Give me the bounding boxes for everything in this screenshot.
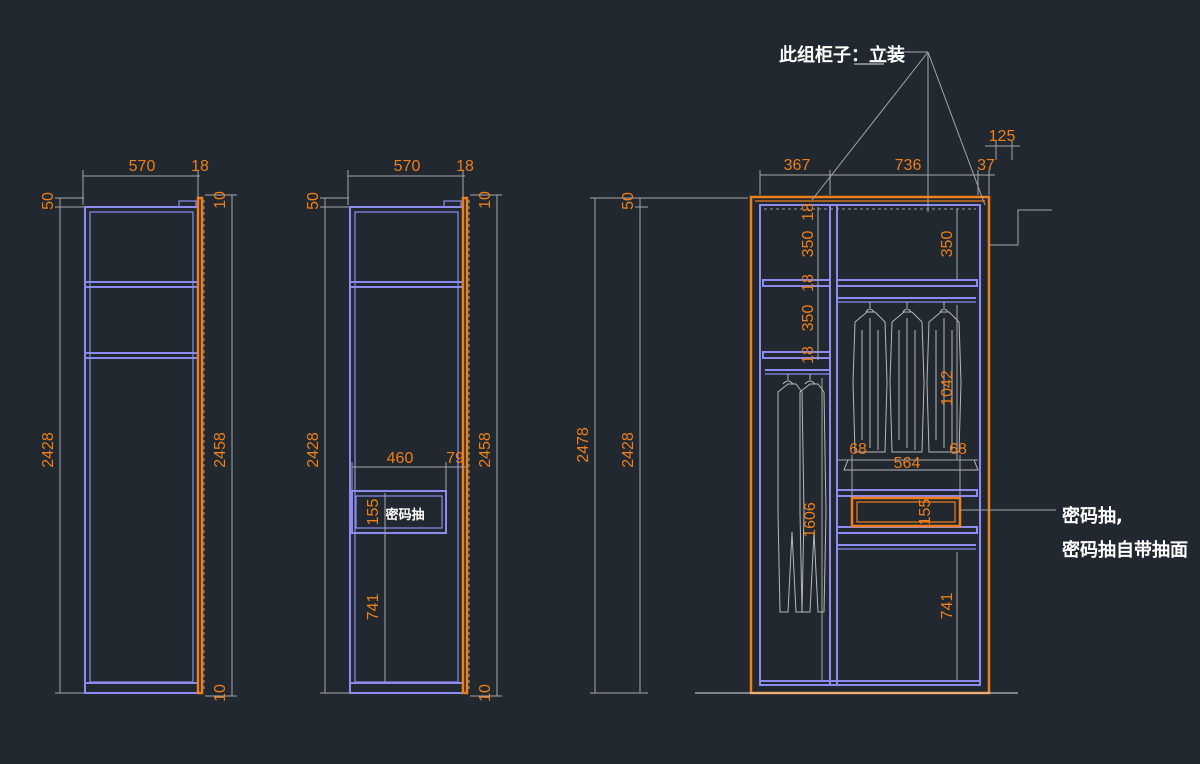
cabinet-3-dim-height-outer: 2478 <box>575 427 592 463</box>
install-note-prefix: 此组柜子： <box>779 44 869 66</box>
cabinet-3-dim-top: 50 <box>620 192 637 210</box>
middle-dim-drawer-gap: 79 <box>446 450 464 467</box>
middle-dim-right-height: 2458 <box>477 432 494 468</box>
right-dim-drawer-margin-left: 68 <box>849 441 867 458</box>
middle-dim-top: 50 <box>305 192 322 210</box>
left-dim-right-top: 10 <box>212 191 229 209</box>
right-dim-drawer-width: 564 <box>894 455 921 472</box>
install-note-value: 立装 <box>869 44 905 66</box>
clothes-jacket-2 <box>889 302 925 453</box>
right-cabinet-drawer <box>850 496 962 528</box>
right-cabinet: 367 736 37 125 18 350 18 350 18 1606 350… <box>695 44 1188 695</box>
middle-dim-drawer-height: 155 <box>365 499 382 526</box>
left-dim-width: 570 <box>129 158 156 175</box>
cabinet-3-dim-height-inner: 2428 <box>620 432 637 468</box>
right-dim-left-shelf-2: 18 <box>800 346 817 364</box>
middle-dim-side: 18 <box>456 158 474 175</box>
right-dim-top-offset: 125 <box>989 128 1016 145</box>
right-dim-left-space-1: 350 <box>800 231 817 258</box>
right-dim-drawer-margin-right: 68 <box>949 441 967 458</box>
right-cabinet-left-shelf-1 <box>762 279 831 287</box>
right-dim-left-width: 367 <box>784 157 811 174</box>
right-dim-below-drawer: 741 <box>939 593 956 620</box>
clothes-jacket-1 <box>852 302 888 453</box>
right-dim-drawer-height: 155 <box>917 499 934 526</box>
install-note: 此组柜子：立装 <box>779 44 905 66</box>
right-cabinet-drawer-shelf <box>836 489 978 497</box>
left-cabinet-top-strip <box>178 200 197 208</box>
middle-cabinet-drawer-inner <box>355 495 443 529</box>
right-dim-left-top-panel: 18 <box>800 203 817 221</box>
left-dim-height: 2428 <box>40 432 57 468</box>
right-dim-left-space-2: 350 <box>800 305 817 332</box>
left-dim-right-bottom: 10 <box>212 684 229 702</box>
right-cabinet-right-shelf <box>836 279 978 287</box>
middle-dim-right-bottom: 10 <box>477 684 494 702</box>
middle-cabinet-drawer <box>351 490 447 534</box>
middle-cabinet-top-strip <box>443 200 462 208</box>
right-cabinet-divider <box>829 204 838 686</box>
left-cabinet-door <box>196 196 204 695</box>
drawer-note-line-1: 密码抽, <box>1062 505 1123 527</box>
right-cabinet-drawer-inner <box>856 501 956 523</box>
side-panel-leader <box>989 209 1052 246</box>
left-cabinet-carcass <box>84 206 199 694</box>
clothes-coat-1 <box>777 374 805 613</box>
middle-cabinet: 密码抽 460 79 155 741 570 18 50 2428 2458 1… <box>305 158 502 702</box>
right-cabinet-drawer-bottom <box>836 526 978 534</box>
right-dim-hang-left: 1606 <box>802 502 819 538</box>
right-dim-side: 37 <box>977 157 995 174</box>
left-dim-top: 50 <box>40 192 57 210</box>
install-note-leader-1 <box>811 51 929 201</box>
middle-dim-width: 570 <box>394 158 421 175</box>
drawer-note-line-2: 密码抽自带抽面 <box>1062 539 1188 561</box>
cabinet-3-dims: 50 2478 2428 <box>575 192 748 694</box>
right-dim-right-width: 736 <box>895 157 922 174</box>
left-dim-side: 18 <box>191 158 209 175</box>
install-note-leader-3 <box>927 51 986 206</box>
left-dim-right-height: 2458 <box>212 432 229 468</box>
middle-dim-height: 2428 <box>305 432 322 468</box>
left-cabinet: 570 18 50 2428 2458 10 10 <box>40 158 237 702</box>
right-dim-left-shelf-1: 18 <box>800 274 817 292</box>
middle-dim-right-top: 10 <box>477 191 494 209</box>
middle-cabinet-drawer-label: 密码抽 <box>384 507 424 523</box>
clothes-jacket-3 <box>926 302 962 453</box>
middle-dim-drawer-width: 460 <box>387 450 414 467</box>
right-cabinet-base <box>759 680 981 686</box>
middle-dim-below-drawer: 741 <box>365 594 382 621</box>
clothes-coat-2 <box>799 374 827 613</box>
right-dim-hang-right: 1042 <box>939 370 956 406</box>
right-cabinet-left-shelf-2 <box>762 351 831 359</box>
middle-cabinet-door <box>461 196 469 695</box>
right-dim-right-space-1: 350 <box>939 231 956 258</box>
